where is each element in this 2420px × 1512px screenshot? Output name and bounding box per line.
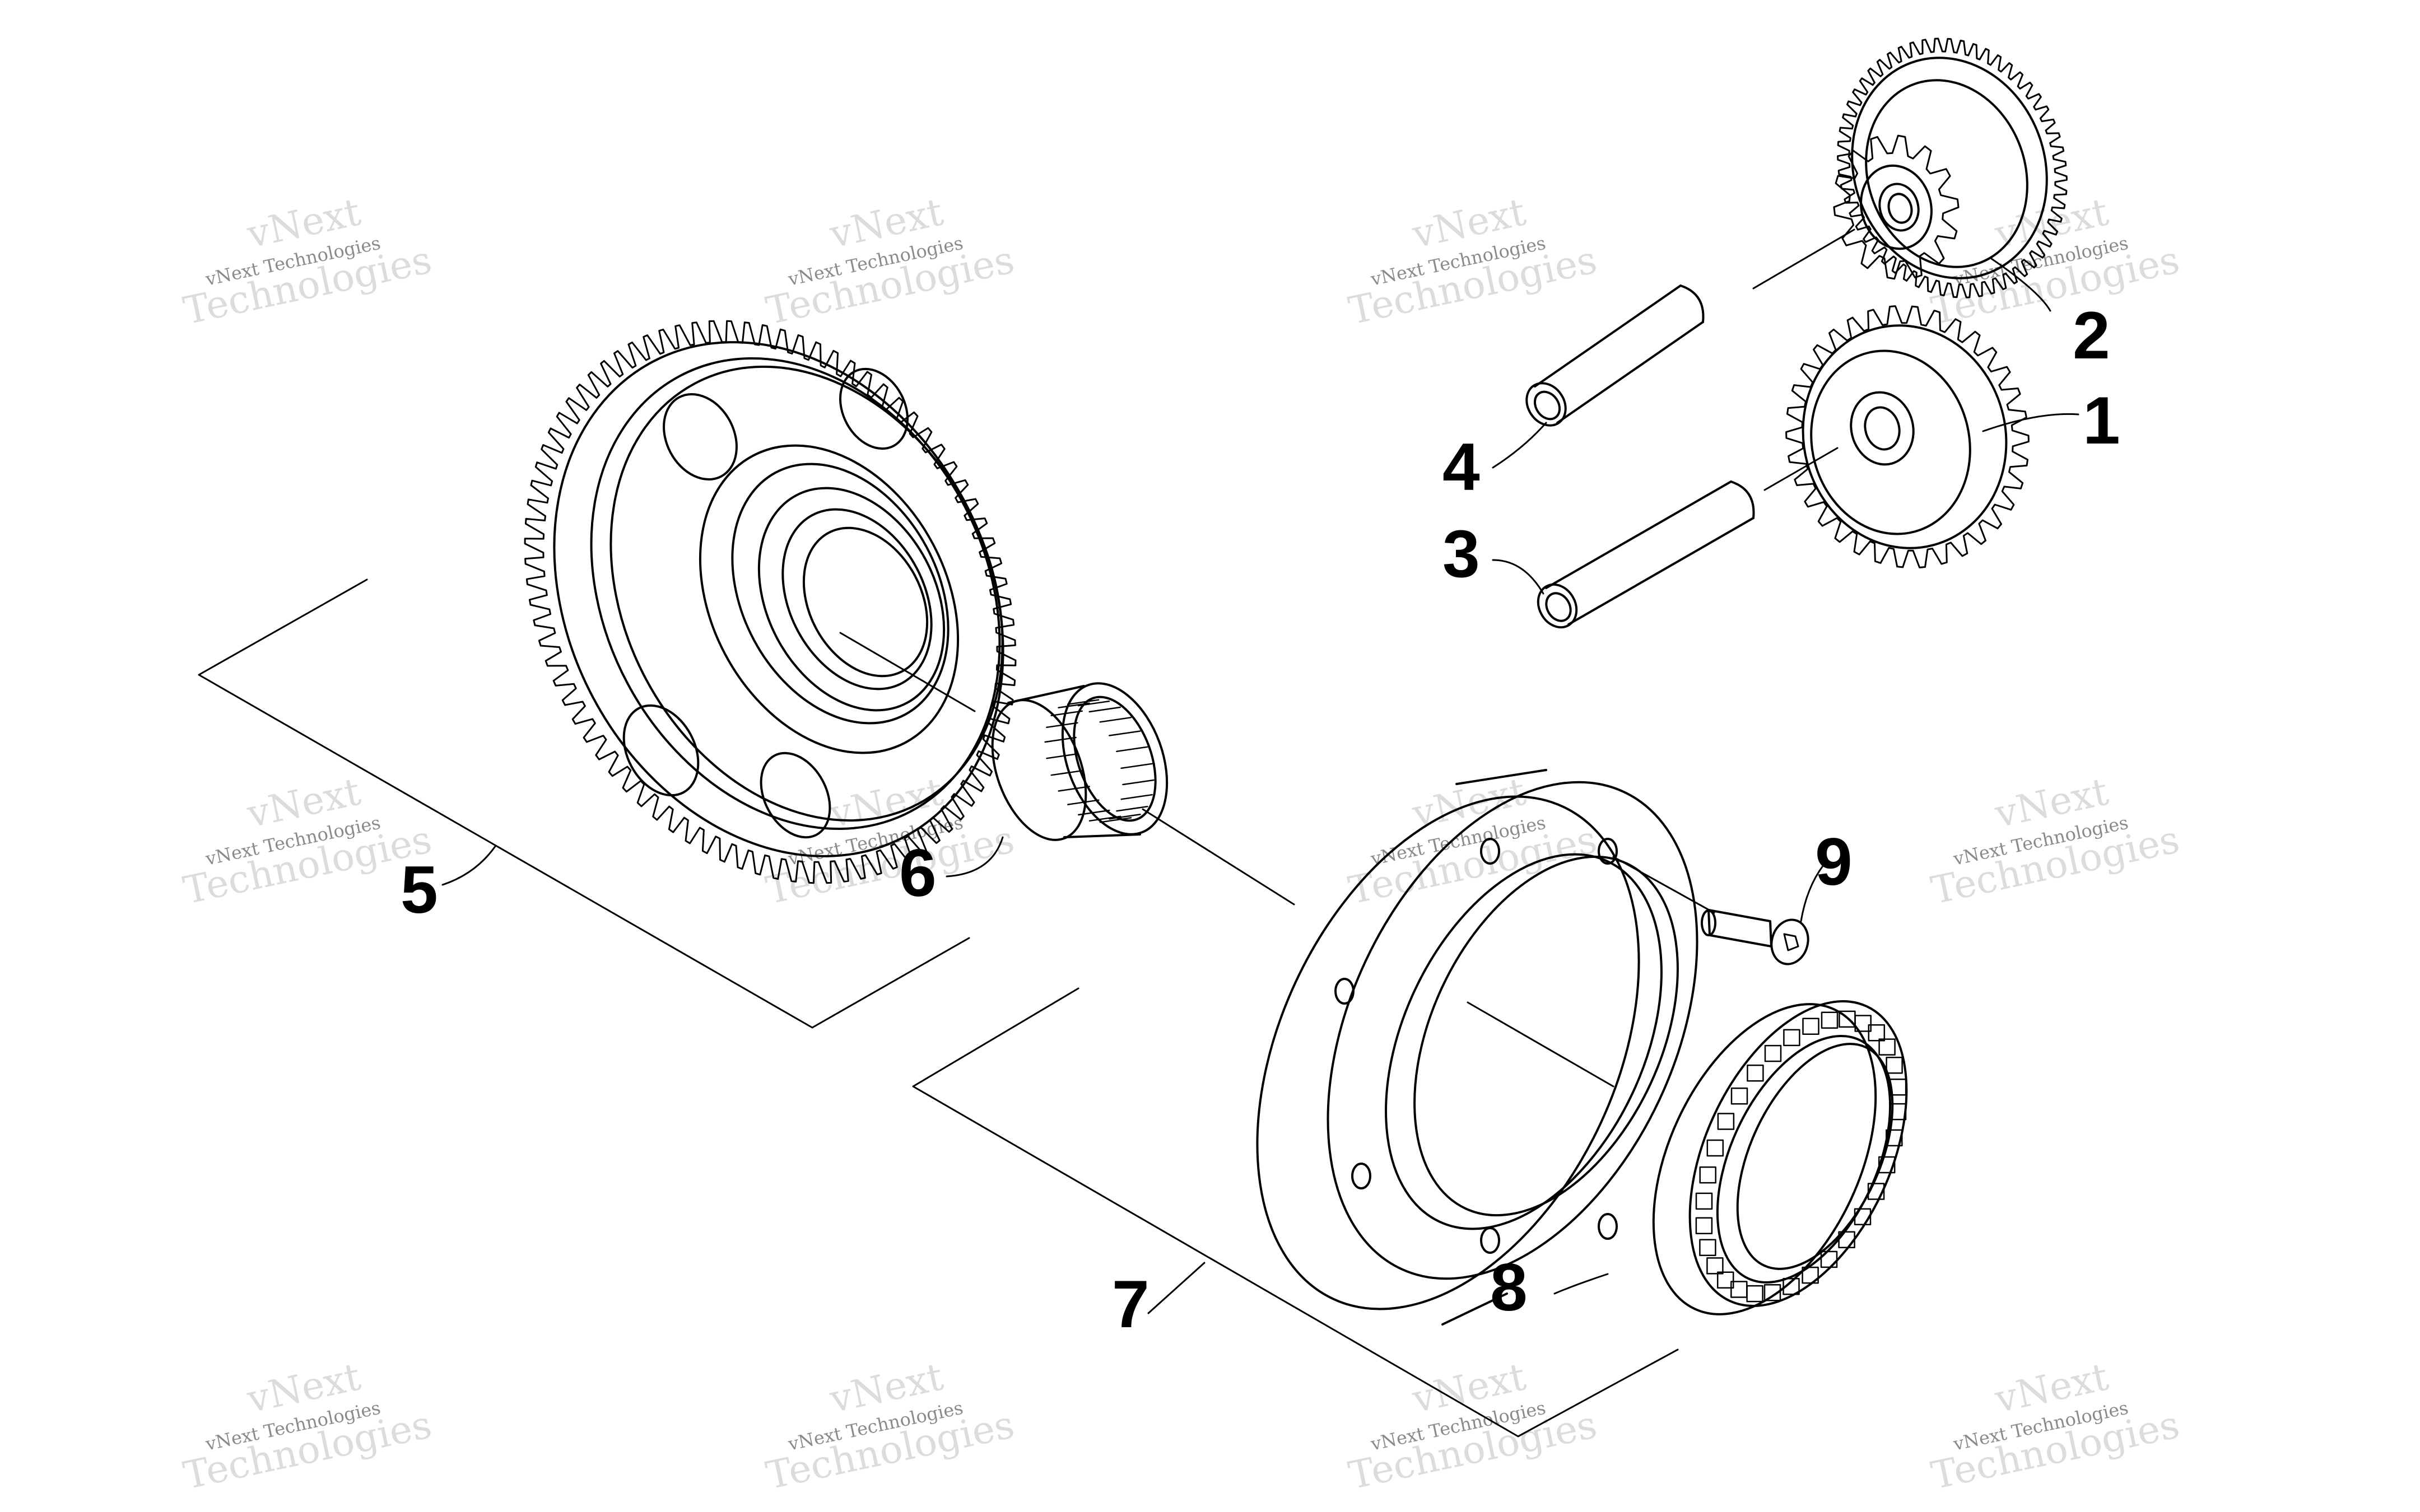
sprag-cell — [1838, 1231, 1855, 1248]
sprag-cell — [1695, 1192, 1713, 1210]
sprag-cell — [1821, 1011, 1839, 1029]
callout-9: 9 — [1815, 824, 1853, 899]
bearing-needle — [1044, 736, 1077, 743]
sprag-cell — [1886, 1129, 1903, 1147]
callout-4: 4 — [1442, 430, 1480, 505]
sprag-cell — [1716, 1271, 1734, 1289]
sprag-cell — [1802, 1266, 1819, 1284]
sprag-cell — [1764, 1044, 1782, 1062]
sprag-cell — [1699, 1239, 1716, 1256]
bearing-needle — [1109, 730, 1141, 736]
bearing-needle — [1050, 710, 1083, 717]
sprag-clutch-part-8 — [1652, 1000, 1908, 1315]
clutch-housing-part-7 — [1256, 769, 1698, 1326]
sprag-cell — [1783, 1029, 1800, 1047]
bearing-needle — [1099, 717, 1132, 723]
bearing-needle — [1046, 722, 1078, 729]
assembly-lines — [198, 228, 1855, 1438]
sprag-cell — [1747, 1065, 1764, 1082]
sprag-cell — [1878, 1038, 1896, 1056]
reduction-gear-part-2 — [1833, 38, 2068, 298]
sprag-cell — [1706, 1139, 1724, 1157]
bearing-needle — [1120, 794, 1153, 800]
bearing-needle — [1058, 786, 1090, 792]
callout-6: 6 — [899, 836, 937, 911]
callouts: 1 2 3 4 5 6 7 8 9 — [401, 298, 2120, 1342]
callout-5: 5 — [401, 852, 438, 927]
sprag-cell — [1854, 1208, 1872, 1225]
leader-lines — [441, 258, 2079, 1314]
idler-gear-part-1 — [1785, 305, 2030, 568]
screw-part-9 — [1701, 909, 1809, 965]
sprag-cell — [1889, 1103, 1907, 1121]
callout-2: 2 — [2073, 298, 2110, 373]
bearing-needle — [1099, 817, 1132, 823]
callout-8: 8 — [1490, 1250, 1528, 1325]
sprag-cell — [1854, 1015, 1872, 1032]
sprag-cell — [1746, 1285, 1763, 1303]
sprag-cell — [1730, 1281, 1748, 1298]
bearing-needle — [1109, 814, 1141, 820]
bearing-needle — [1067, 799, 1100, 805]
sprag-cell — [1763, 1284, 1781, 1301]
sprag-cell — [1802, 1018, 1819, 1035]
bearing-needle — [1116, 805, 1148, 812]
large-gear-part-5 — [524, 320, 1017, 884]
sprag-cell — [1878, 1156, 1896, 1174]
bearing-needle — [1067, 699, 1100, 705]
shaft-part-3 — [1537, 480, 1755, 629]
bearing-needle — [1122, 779, 1155, 786]
bearing-needle — [1078, 809, 1110, 816]
bearing-needle — [1120, 763, 1153, 769]
callout-7: 7 — [1112, 1267, 1150, 1342]
sprag-cell — [1706, 1257, 1724, 1275]
sprag-cell — [1783, 1277, 1800, 1295]
sprag-cell — [1868, 1024, 1886, 1042]
bearing-needle — [1077, 700, 1110, 707]
sprag-cell — [1699, 1166, 1716, 1184]
bearing-needle — [1088, 706, 1121, 713]
bearing-needle — [1116, 746, 1148, 753]
needle-bearing-part-6 — [991, 682, 1169, 841]
sprag-cell — [1886, 1057, 1903, 1074]
bearing-needle — [1050, 769, 1083, 776]
sprag-cell — [1695, 1217, 1713, 1234]
callout-3: 3 — [1442, 516, 1480, 591]
bearing-needle — [1046, 753, 1078, 759]
shaft-part-4 — [1525, 284, 1705, 427]
sprag-cell — [1867, 1183, 1885, 1200]
bearing-needle — [1088, 815, 1121, 822]
sprag-cell — [1820, 1250, 1838, 1268]
bearing-needle — [1058, 702, 1090, 708]
sprag-cell — [1717, 1113, 1735, 1130]
sprag-cell — [1730, 1088, 1748, 1105]
sprag-cell — [1889, 1079, 1907, 1096]
callout-1: 1 — [2083, 383, 2120, 458]
